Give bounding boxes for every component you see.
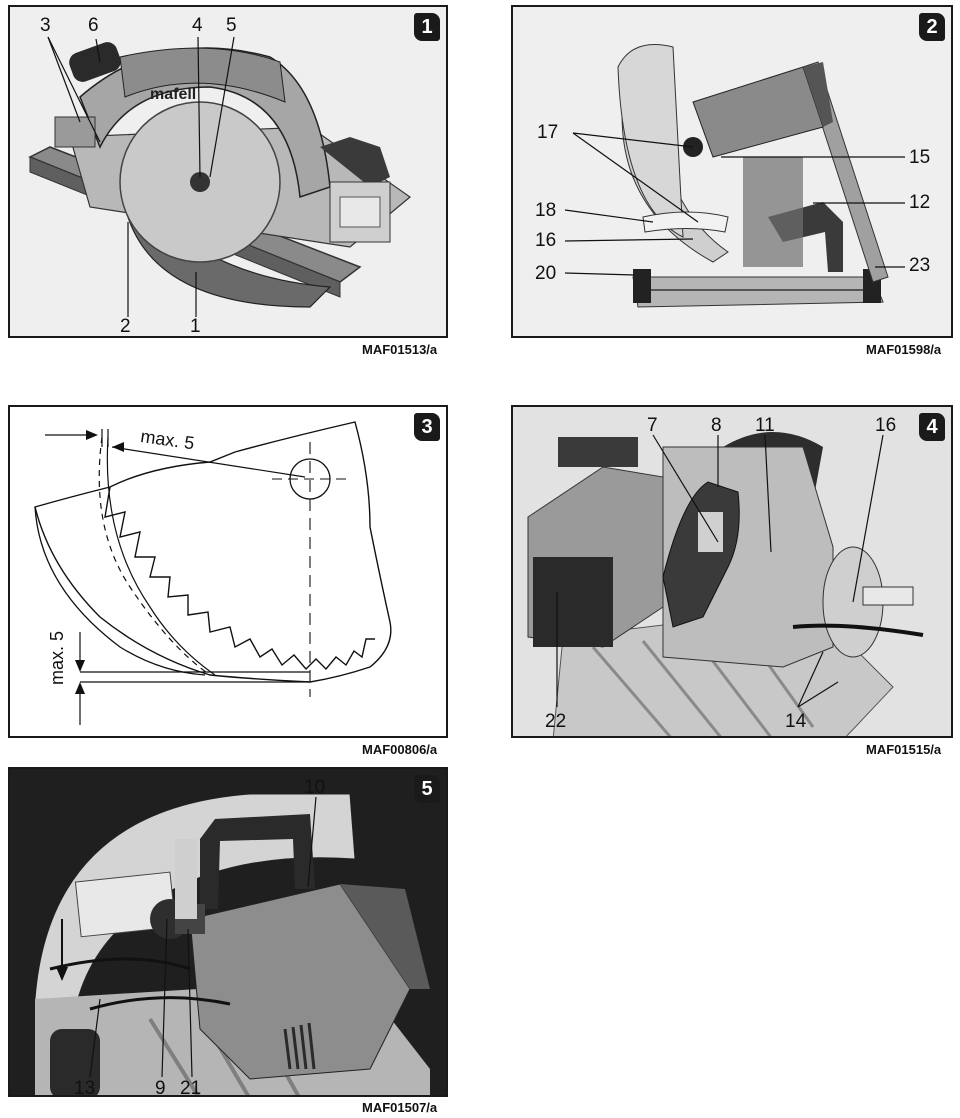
figure-4-code: MAF01515/a <box>866 742 942 757</box>
figure-2-code: MAF01598/a <box>866 342 942 357</box>
callout-8: 8 <box>711 415 722 436</box>
figure-2-panel: 2 17 15 18 12 16 20 23 <box>511 5 953 338</box>
figure-3-panel: 3 max. 5 max. 5 <box>8 405 448 738</box>
callout-17: 17 <box>537 122 559 143</box>
figure-3-code: MAF00806/a <box>362 742 438 757</box>
callout-11: 11 <box>755 415 775 436</box>
figure-5-code: MAF01507/a <box>362 1100 438 1115</box>
callout-6: 6 <box>88 15 99 36</box>
figure-2-number: 2 <box>919 13 945 41</box>
callout-2: 2 <box>120 316 131 337</box>
callout-9: 9 <box>155 1078 166 1097</box>
callout-12: 12 <box>909 192 931 213</box>
callout-4: 4 <box>192 15 203 36</box>
figure-1-number: 1 <box>414 13 440 41</box>
callout-16-fig4: 16 <box>875 415 897 436</box>
figure-3-drawing <box>34 421 392 725</box>
callout-1: 1 <box>190 316 201 337</box>
callout-15: 15 <box>909 147 931 168</box>
callout-5: 5 <box>226 15 237 36</box>
figure-4-number: 4 <box>919 413 945 441</box>
figure-3-number: 3 <box>414 413 440 441</box>
callout-20: 20 <box>535 263 557 284</box>
svg-text:mafell: mafell <box>150 86 196 103</box>
callout-14: 14 <box>785 711 807 732</box>
callout-16: 16 <box>535 230 557 251</box>
callout-23: 23 <box>909 255 931 276</box>
dimension-side-label: max. 5 <box>47 630 67 685</box>
figure-4-illustration <box>513 407 951 736</box>
callout-18: 18 <box>535 200 557 221</box>
figure-5-number: 5 <box>414 775 440 803</box>
figure-4-panel: 4 7 8 11 16 22 14 <box>511 405 953 738</box>
callout-10: 10 <box>304 777 326 798</box>
callout-7: 7 <box>647 415 658 436</box>
callout-22: 22 <box>545 711 567 732</box>
figure-2-illustration <box>513 7 951 336</box>
callout-3: 3 <box>40 15 51 36</box>
figure-1-code: MAF01513/a <box>362 342 438 357</box>
figure-5-panel: 5 10 13 9 21 <box>8 767 448 1097</box>
callout-21: 21 <box>180 1078 202 1097</box>
figure-5-illustration <box>10 769 446 1095</box>
figure-1-illustration: mafell <box>10 7 446 336</box>
callout-13: 13 <box>74 1078 96 1097</box>
figure-1-panel: mafell 1 3 6 4 5 2 1 <box>8 5 448 338</box>
